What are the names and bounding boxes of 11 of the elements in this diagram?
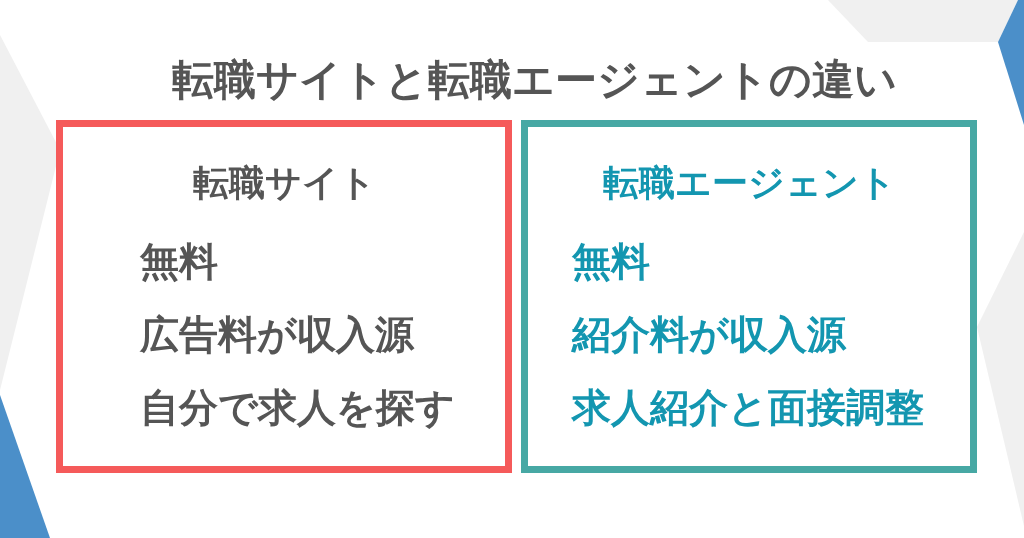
feature-text: 自分で求人を探す	[140, 385, 455, 432]
feature-text: 無料	[572, 239, 650, 286]
feature-text: 無料	[140, 239, 218, 286]
column-heading: 転職エージェント	[602, 161, 896, 205]
title: 転職サイトと転職エージェントの違い	[171, 55, 897, 106]
column-heading: 転職サイト	[192, 161, 376, 205]
comparison-box	[521, 120, 977, 473]
feature-text: 紹介料が収入源	[572, 312, 846, 359]
comparison-box	[56, 120, 512, 473]
feature-text: 広告料が収入源	[140, 312, 414, 359]
feature-text: 求人紹介と面接調整	[572, 385, 924, 432]
